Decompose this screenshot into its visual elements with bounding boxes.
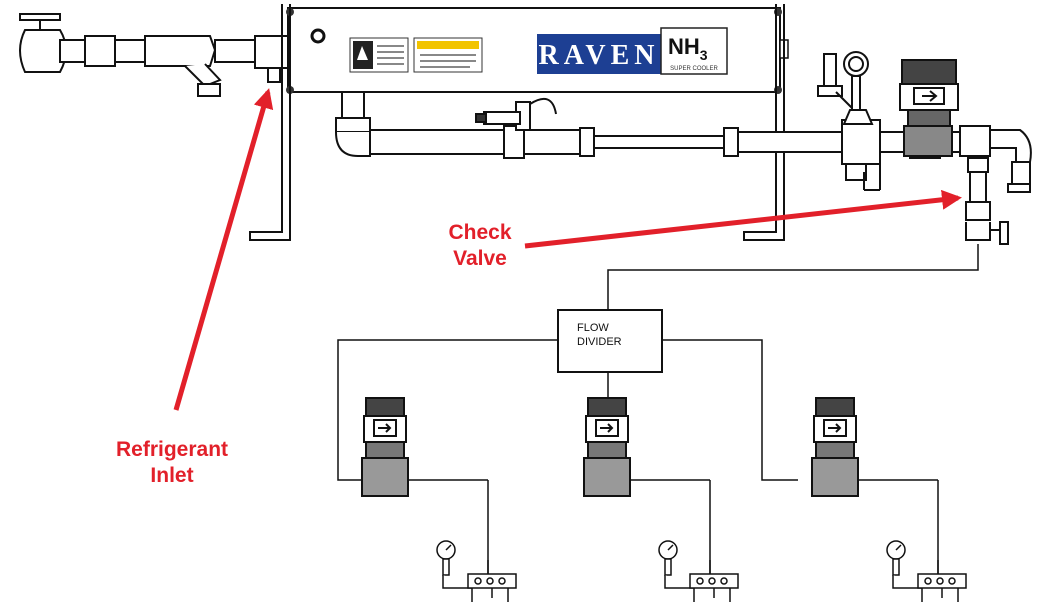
solenoid-valve [475,97,557,131]
section-valve-1 [361,397,489,574]
flow-divider: FLOW DIVIDER [557,309,663,373]
check-valve [965,157,1009,245]
flow-divider-label-2: DIVIDER [577,336,622,348]
raven-logo: RAVEN NH3 SUPER COOLER [537,27,728,75]
mounting-brackets [249,4,785,241]
inlet-strainer [19,13,292,97]
right-valve-assembly [817,51,881,191]
manifold-3 [886,540,967,602]
refrigerant-inlet-callout: Refrigerant Inlet [92,437,252,489]
manifold-2 [658,540,739,602]
refrigerant-inlet-callout-line1: Refrigerant [115,438,229,461]
check-valve-callout: Check Valve [425,220,535,272]
brand-name: RAVEN [539,40,660,71]
brand-tagline: SUPER COOLER [670,66,718,72]
section-valve-2 [583,397,711,574]
brand-product: NH3 [668,34,708,63]
check-valve-arrow [524,189,962,249]
refrigerant-inlet-arrow [173,88,274,411]
refrigerant-inlet-callout-line2: Inlet [150,464,194,487]
check-valve-callout-line1: Check [448,221,512,244]
section-valve-3 [811,397,939,574]
check-valve-callout-line2: Valve [453,247,507,270]
manifold-1 [436,540,517,602]
flow-divider-label-1: FLOW [577,322,609,334]
super-cooler-body [286,7,789,94]
main-control-valve [899,59,959,157]
